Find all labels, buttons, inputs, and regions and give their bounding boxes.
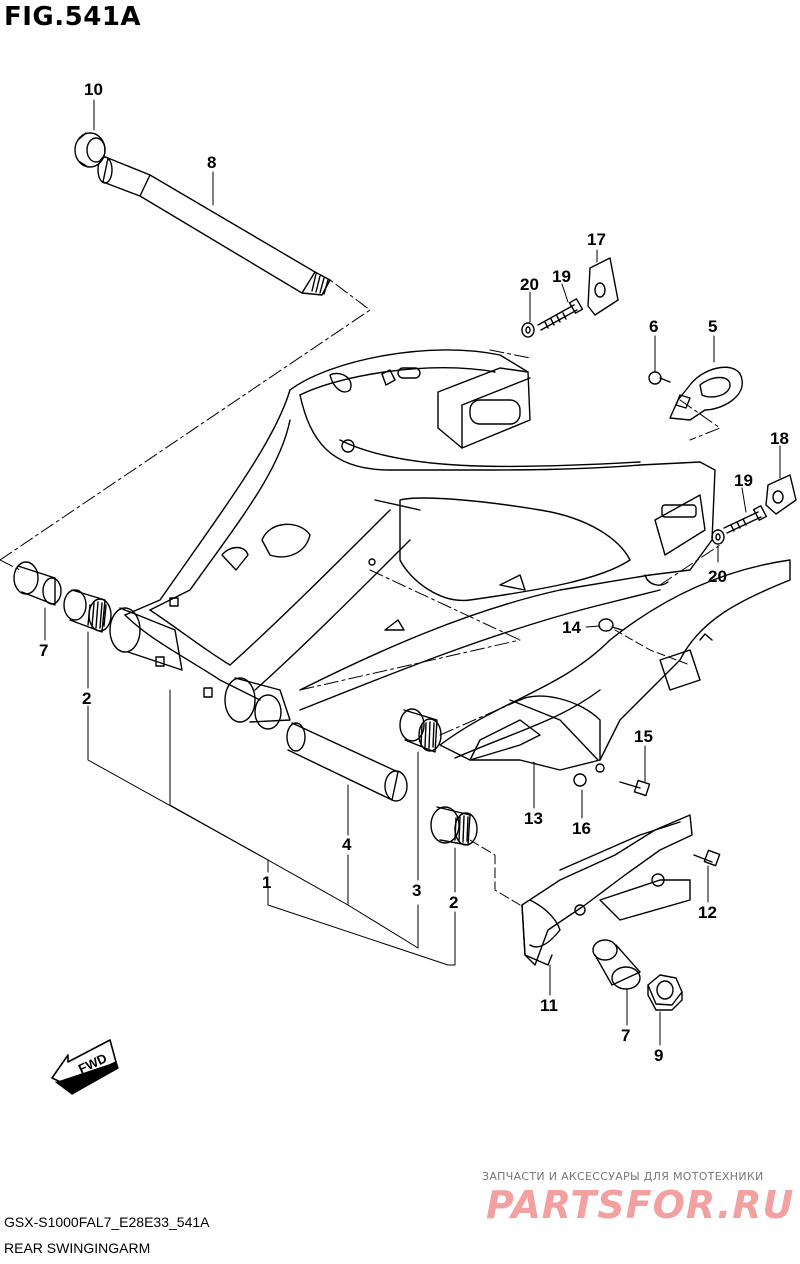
part-7-collar-right: [592, 939, 641, 990]
callout-14: 14: [562, 618, 581, 637]
model-code: GSX-S1000FAL7_E28E33_541A: [4, 1214, 210, 1230]
part-13-chain-cover: [439, 559, 791, 773]
part-14-bolt: [598, 618, 623, 632]
callout-7: 7: [39, 641, 48, 660]
leader-lines: [0, 99, 781, 1046]
callout-13: 13: [524, 809, 543, 828]
callout-11: 11: [540, 996, 558, 1015]
callout-19-lower: 19: [734, 471, 753, 490]
callout-6: 6: [649, 317, 658, 336]
part-18-adjuster-block: [765, 474, 797, 515]
callout-labels: 10 8 17 20 19 6 5 18 19 20 14 7 2 15 13 …: [39, 80, 789, 1065]
part-8-pivot-shaft: [97, 156, 331, 296]
callout-2-right: 2: [449, 893, 458, 912]
part-15-bolt: [619, 779, 651, 797]
part-6-screw: [648, 371, 671, 385]
figure-title: FIG.541A: [4, 2, 142, 32]
watermark-tagline: ЗАПЧАСТИ И АКСЕССУАРЫ ДЛЯ МОТОТЕХНИКИ: [482, 1170, 764, 1183]
part-12-bolt: [693, 849, 721, 867]
part-17-adjuster-block: [587, 257, 619, 316]
callout-10: 10: [84, 80, 103, 99]
watermark-brand: PARTSFOR.RU: [486, 1183, 795, 1227]
callout-20-lower: 20: [708, 567, 727, 586]
callout-3: 3: [412, 881, 421, 900]
callout-2: 2: [82, 689, 91, 708]
callout-7-right: 7: [621, 1026, 630, 1045]
part-20-washer-lower: [711, 529, 725, 545]
callout-20: 20: [520, 275, 539, 294]
part-11-chain-guide: [521, 814, 693, 966]
callout-15: 15: [634, 727, 653, 746]
part-2-bearing-right: [430, 806, 478, 846]
swingarm-body: [109, 349, 716, 730]
part-9-nut: [647, 974, 683, 1011]
callout-12: 12: [698, 903, 717, 922]
part-19-bolt-lower: [723, 505, 768, 534]
part-3-bearing: [399, 708, 442, 753]
diagram-caption: REAR SWINGINGARM: [4, 1240, 151, 1256]
callout-8: 8: [207, 153, 216, 172]
part-5-bracket: [669, 366, 743, 421]
callout-9: 9: [654, 1046, 663, 1065]
part-20-washer-upper: [521, 322, 535, 338]
part-16-bolt: [573, 773, 587, 787]
part-10-nut: [74, 132, 106, 168]
callout-18: 18: [770, 429, 789, 448]
callout-5: 5: [708, 317, 717, 336]
part-7-collar-left: [13, 561, 62, 606]
callout-19: 19: [552, 267, 571, 286]
part-19-bolt-upper: [537, 298, 584, 331]
callout-4: 4: [342, 835, 352, 854]
part-2-bearing-left: [63, 589, 112, 633]
fwd-arrow: FWD: [51, 1039, 119, 1095]
callout-17: 17: [587, 230, 606, 249]
callout-1: 1: [262, 873, 271, 892]
part-4-spacer: [286, 722, 408, 802]
callout-16: 16: [572, 819, 591, 838]
